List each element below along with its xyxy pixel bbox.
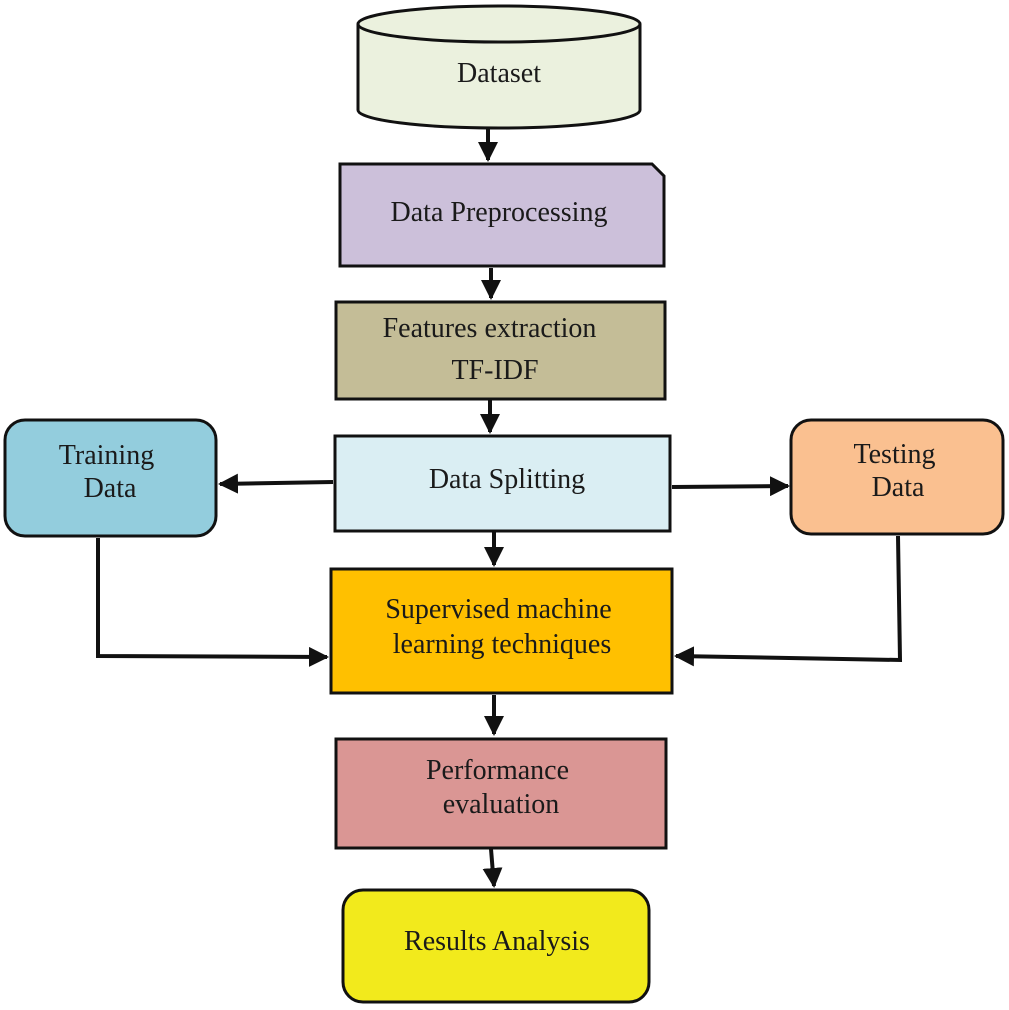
dataset-cylinder-body [356, 24, 642, 130]
testing-box [789, 418, 1005, 536]
results-box [341, 888, 651, 1004]
node-preprocessing: Data Preprocessing [338, 162, 666, 268]
node-results: Results Analysis [341, 888, 651, 1004]
splitting-label: Data Splitting [429, 464, 585, 495]
node-performance: Performance evaluation [334, 737, 668, 850]
node-splitting: Data Splitting [333, 434, 672, 533]
edge-performance-to-results [482, 848, 503, 888]
performance-label: Performance evaluation [426, 755, 576, 820]
edge-testing-to-supervised [674, 535, 903, 667]
results-label: Results Analysis [404, 926, 590, 957]
node-supervised: Supervised machine learning techniques [329, 567, 674, 695]
testing-label: Testing Data [853, 439, 942, 503]
edge-training-to-supervised [96, 538, 329, 667]
node-training: Training Data [3, 418, 218, 538]
dataset-label: Dataset [457, 58, 541, 89]
dataset-cylinder-top [356, 4, 642, 44]
edge-splitting-to-training [218, 473, 334, 494]
features-label: Features extraction TF-IDF [383, 313, 604, 386]
node-testing: Testing Data [789, 418, 1005, 536]
supervised-box [329, 567, 674, 695]
performance-box [334, 737, 668, 850]
supervised-label: Supervised machine learning techniques [385, 594, 618, 660]
node-dataset: Dataset [356, 4, 642, 130]
edge-splitting-to-testing [671, 476, 790, 497]
training-label: Training Data [59, 440, 161, 504]
edges [96, 127, 903, 888]
splitting-box [333, 434, 672, 533]
features-box [334, 300, 667, 401]
preprocessing-box [338, 162, 666, 268]
preprocessing-label: Data Preprocessing [391, 197, 608, 228]
node-features: Features extraction TF-IDF [334, 300, 667, 401]
training-box [3, 418, 218, 538]
